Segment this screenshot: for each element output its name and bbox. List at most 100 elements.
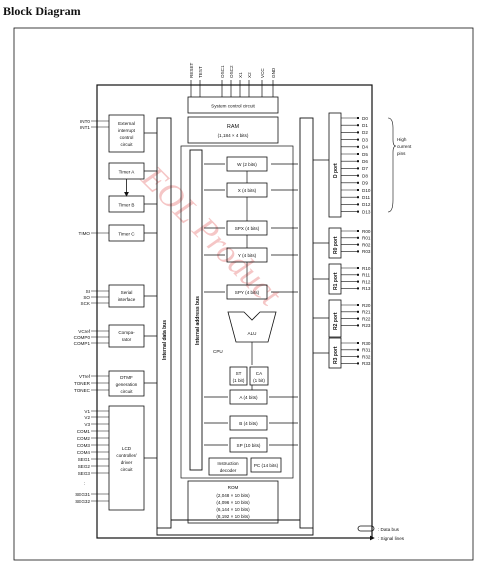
svg-text:(6,144 × 10 bits): (6,144 × 10 bits): [216, 507, 250, 512]
svg-text:control: control: [120, 135, 134, 140]
ca-register: [249, 366, 269, 386]
svg-text:: Signal lines: : Signal lines: [378, 536, 405, 541]
d-port-pin-label: D8: [362, 173, 368, 178]
svg-text:SPX (4 bits): SPX (4 bits): [235, 226, 260, 231]
d-port-pin-marker: [357, 160, 359, 163]
r3-port-pin-label: R31: [362, 348, 371, 353]
alu-label: ALU: [248, 331, 257, 336]
lcd-pin-gap: :: [84, 481, 85, 486]
r3-port-pin-marker: [357, 342, 359, 344]
system-control-label: System control circuit: [211, 104, 255, 109]
d-port-pin-label: D0: [362, 116, 368, 121]
r3-port-pin-label: R32: [362, 354, 371, 359]
r1-port-pin-marker: [357, 273, 359, 276]
internal-address-bus-label: Internal address bus: [195, 296, 201, 345]
svg-text:R2 port: R2 port: [333, 312, 339, 330]
d-port-pin-marker: [357, 174, 359, 177]
interrupt-pin-label: INT0: [80, 119, 90, 124]
svg-text:pins: pins: [397, 151, 406, 156]
d-port-pin-label: D7: [362, 166, 368, 171]
svg-text:(8,192 × 10 bits): (8,192 × 10 bits): [216, 514, 250, 519]
r3-port-pin-marker: [357, 362, 359, 365]
d-port-pin-marker: [357, 196, 359, 199]
lcd-pin-label: SEG1: [78, 457, 91, 462]
comparator-pin-label: COMP0: [74, 335, 91, 340]
top-pin-label: GND: [271, 67, 276, 78]
svg-text:ROM: ROM: [228, 485, 239, 490]
d-port-pin-marker: [357, 138, 359, 141]
lcd-pin-label: SEG3: [78, 471, 91, 476]
instruction-decoder-block: [208, 457, 248, 476]
chip-outline: [96, 84, 373, 539]
serial-pin-label: SI: [86, 289, 90, 294]
rom-block: [187, 480, 279, 524]
svg-text:Timer A: Timer A: [119, 170, 136, 175]
d-port-pin-label: D13: [362, 209, 371, 214]
serial-pin-label: SCK: [81, 301, 91, 306]
d-port-pin-marker: [357, 189, 359, 191]
left-pins: INT0INT1TIMOSISOSCKVCrefCOMP0COMP1VTrefT…: [74, 119, 109, 504]
svg-text:rator: rator: [122, 337, 132, 342]
r2-port-pin-label: R21: [362, 310, 371, 315]
top-pin-label: RESET: [189, 62, 194, 78]
r1-port-block: R1 port: [328, 263, 342, 295]
svg-text:(1 bit): (1 bit): [233, 378, 245, 383]
cpu-frame: [180, 145, 294, 479]
r2-port-block: R2 port: [328, 299, 342, 338]
d-port-pin-marker: [357, 117, 359, 119]
svg-text:High: High: [397, 137, 407, 142]
ram-block: [187, 116, 279, 144]
svg-text:(4,096 × 10 bits): (4,096 × 10 bits): [216, 500, 250, 505]
comparator: Compa- rator: [108, 324, 145, 348]
r3-port-pin-marker: [357, 348, 359, 351]
register-stack: W (2 bits) X (4 bits) SPX (4 bits) Y (4 …: [226, 156, 277, 453]
svg-text:R3 port: R3 port: [333, 346, 339, 364]
outer-frame: [13, 27, 474, 561]
r1-port-pin-marker: [357, 280, 359, 283]
svg-text:generation: generation: [116, 382, 138, 387]
b-register: [229, 415, 268, 431]
internal-data-bus-label: Internal data bus: [162, 320, 168, 360]
svg-text:External: External: [118, 121, 135, 126]
d-port-pin-marker: [357, 124, 359, 127]
d-port-pin-marker: [357, 131, 359, 134]
d-port-pin-marker: [357, 210, 359, 213]
svg-text:circuit: circuit: [121, 389, 134, 394]
pc-register: [250, 457, 282, 473]
r0-port-pin-label: R01: [362, 236, 371, 241]
top-pin-label: TEST: [198, 66, 203, 78]
r2-port-pin-label: R22: [362, 316, 371, 321]
d-port-pin-label: D10: [362, 188, 371, 193]
svg-text:W (2 bits): W (2 bits): [237, 162, 257, 167]
sp-register: [229, 437, 268, 453]
interrupt-pin-label: INT1: [80, 125, 90, 130]
data-bus-symbol: [357, 525, 375, 532]
d-port-block: [328, 112, 342, 218]
svg-text:SPY (4 bits): SPY (4 bits): [235, 290, 260, 295]
r0-port-block: R0 port: [328, 227, 342, 259]
cpu-label: CPU: [213, 349, 223, 354]
r2-port-pin-label: R20: [362, 303, 371, 308]
d-port-pin-label: D2: [362, 130, 368, 135]
svg-text:Instruction: Instruction: [217, 461, 239, 466]
r2-port-pin-marker: [357, 304, 359, 306]
comparator-pin-label: VCref: [78, 329, 90, 334]
d-port-pin-marker: [357, 153, 359, 155]
d-port-pin-marker: [357, 181, 359, 184]
dtmf-generator: DTMF generation circuit: [108, 370, 145, 397]
internal-data-bus-right: [299, 117, 314, 529]
svg-text:circuit: circuit: [121, 467, 134, 472]
lcd-pin-label: SEG31: [75, 492, 90, 497]
d-port-pin-marker: [357, 167, 359, 170]
r1-port-pin-marker: [357, 267, 359, 269]
r1-port-pin-marker: [357, 287, 359, 290]
r0-port-pin-label: R00: [362, 229, 371, 234]
svg-text:interface: interface: [118, 297, 136, 302]
d-port-pin-label: D9: [362, 181, 368, 186]
svg-text:Compa-: Compa-: [118, 330, 135, 335]
r3-port-pin-label: R30: [362, 341, 371, 346]
r2-port-pin-marker: [357, 310, 359, 313]
svg-text:Timer B: Timer B: [119, 203, 135, 208]
d-port-pin-label: D1: [362, 123, 368, 128]
